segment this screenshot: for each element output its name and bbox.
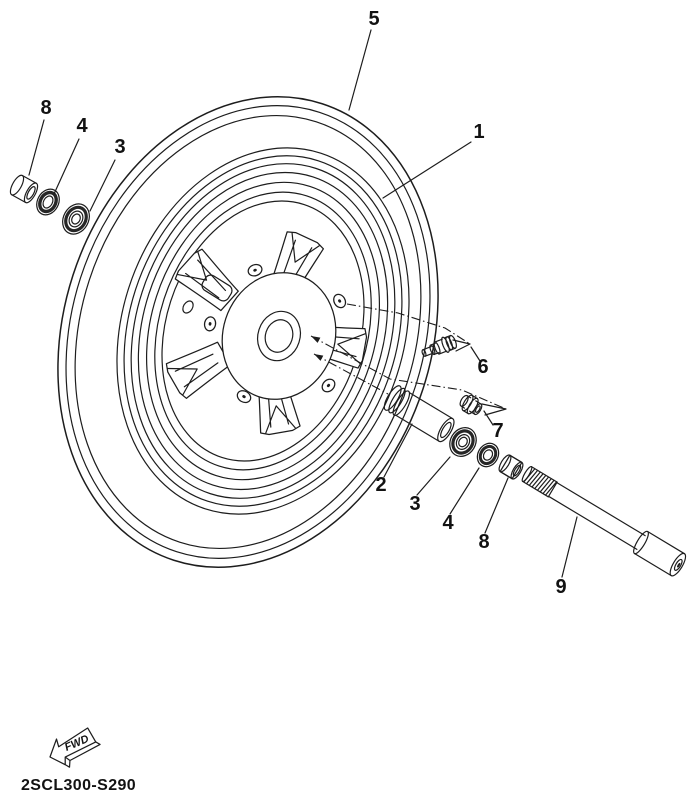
callout-5: 5 — [368, 8, 379, 30]
oil-seal-lower — [476, 442, 500, 468]
assembly-lines — [310, 303, 507, 416]
spoke — [165, 341, 232, 399]
callout-4-lower: 4 — [442, 512, 454, 534]
hub-boss — [203, 316, 217, 332]
callout-3-lower: 3 — [409, 493, 420, 515]
nut-part — [459, 394, 483, 416]
wheel-hub — [203, 263, 347, 404]
rim-hole — [182, 300, 194, 314]
hub-boss — [321, 378, 336, 393]
rim-window — [201, 274, 233, 302]
wheel-axle — [521, 465, 687, 577]
diagram-code: 2SCL300-S290 — [21, 777, 136, 794]
bearing-upper — [62, 203, 90, 235]
tire — [57, 96, 439, 568]
callout-8-lower: 8 — [478, 531, 489, 553]
fwd-arrow-icon: FWD — [49, 727, 101, 768]
hub-boss — [247, 263, 263, 277]
collar-part-lower — [498, 454, 524, 480]
callout-7: 7 — [492, 420, 503, 442]
callouts: 5 1 8 4 3 6 7 2 3 4 8 9 — [40, 8, 566, 598]
callout-4-upper: 4 — [76, 115, 88, 137]
collar-part-upper — [9, 174, 39, 204]
hub-boss — [333, 293, 347, 309]
callout-9: 9 — [555, 576, 566, 598]
bearing-lower — [449, 426, 477, 458]
callout-6: 6 — [477, 356, 488, 378]
callout-2: 2 — [375, 474, 386, 496]
callout-8-upper: 8 — [40, 97, 51, 119]
hub-boss — [236, 390, 252, 404]
callout-1: 1 — [473, 121, 484, 143]
leader-lines — [28, 29, 578, 578]
callout-3-upper: 3 — [114, 136, 125, 158]
oil-seal-upper — [36, 188, 60, 216]
axle-sleeve — [383, 385, 455, 443]
